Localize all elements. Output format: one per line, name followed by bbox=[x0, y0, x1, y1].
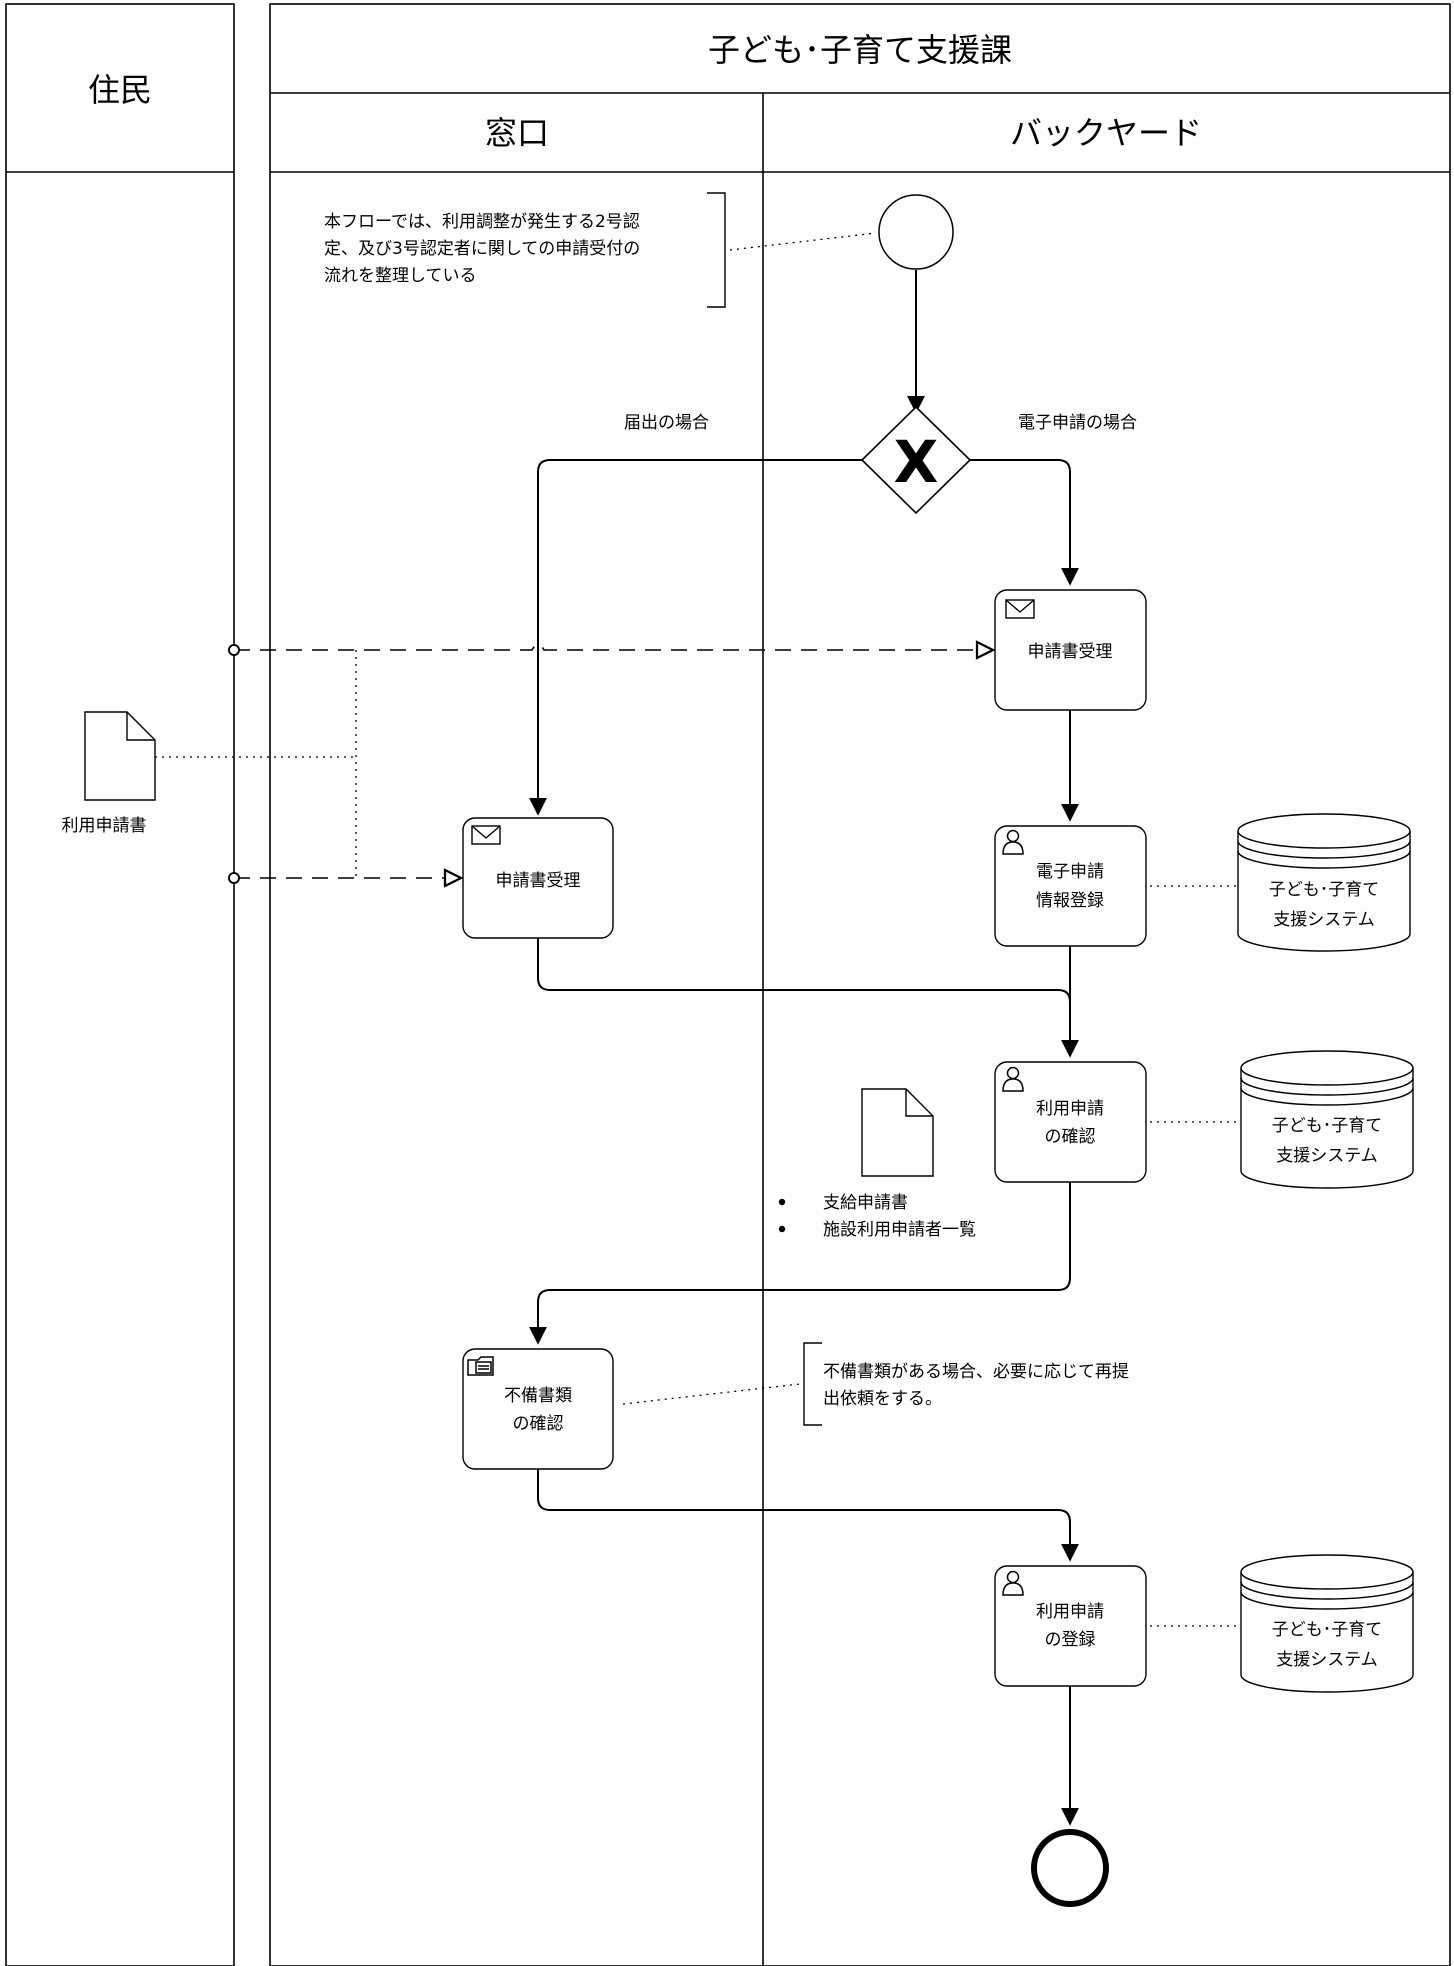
document-application-list[interactable] bbox=[861, 1088, 934, 1177]
user-icon bbox=[1002, 829, 1024, 855]
lane-backyard-title: バックヤード bbox=[1010, 114, 1202, 152]
annotation-resubmit-line-1: 不備書類がある場合、必要に応じて再提 bbox=[823, 1362, 1129, 1382]
exclusive-gateway[interactable]: X bbox=[860, 405, 972, 515]
sequence-flows bbox=[529, 270, 1079, 1826]
datastore-1-line-1: 子ども･子育て bbox=[1269, 880, 1380, 900]
task-register-usage-application[interactable]: 利用申請 の登録 bbox=[994, 1565, 1147, 1687]
task-check-missing-documents-line-2: の確認 bbox=[513, 1414, 564, 1434]
gateway-label-paper: 届出の場合 bbox=[624, 413, 709, 433]
envelope-icon bbox=[471, 825, 501, 845]
envelope-icon bbox=[1005, 599, 1035, 619]
task-electronic-info-registration[interactable]: 電子申請 情報登録 bbox=[994, 825, 1147, 947]
annotation-intro-line-3: 流れを整理している bbox=[324, 266, 477, 286]
pool-department-title: 子ども･子育て支援課 bbox=[708, 31, 1012, 69]
datastore-2-line-1: 子ども･子育て bbox=[1272, 1116, 1383, 1136]
document-usage-application-label: 利用申請書 bbox=[62, 816, 147, 836]
annotation-intro: 本フローでは、利用調整が発生する2号認 定、及び3号認定者に関しての申請受付の … bbox=[324, 192, 877, 308]
task-register-usage-application-line-2: の登録 bbox=[1045, 1630, 1096, 1650]
task-confirm-usage-application[interactable]: 利用申請 の確認 bbox=[994, 1061, 1147, 1183]
datastore-child-support-system-2[interactable]: 子ども･子育て 支援システム bbox=[1240, 1050, 1414, 1189]
document-list-item-2: 施設利用申請者一覧 bbox=[823, 1220, 976, 1240]
lane-structure bbox=[5, 3, 1451, 1966]
gateway-symbol: X bbox=[894, 428, 939, 496]
datastore-3-line-2: 支援システム bbox=[1276, 1650, 1378, 1670]
datastore-2-line-2: 支援システム bbox=[1276, 1146, 1378, 1166]
datastore-child-support-system-3[interactable]: 子ども･子育て 支援システム bbox=[1240, 1554, 1414, 1693]
bullet-icon bbox=[778, 1198, 786, 1206]
task-receive-application-backyard[interactable]: 申請書受理 bbox=[994, 589, 1147, 711]
user-icon bbox=[1002, 1066, 1024, 1092]
task-receive-application-backyard-label: 申請書受理 bbox=[1028, 642, 1113, 662]
lane-counter-title: 窓口 bbox=[485, 114, 549, 152]
bullet-icon bbox=[778, 1225, 786, 1233]
document-list-items: 支給申請書 施設利用申請者一覧 bbox=[778, 1193, 976, 1240]
annotation-intro-line-1: 本フローでは、利用調整が発生する2号認 bbox=[324, 212, 640, 232]
datastore-child-support-system-1[interactable]: 子ども･子育て 支援システム bbox=[1237, 813, 1411, 952]
annotation-resubmit-line-2: 出依頼をする。 bbox=[823, 1389, 942, 1409]
task-check-missing-documents-line-1: 不備書類 bbox=[504, 1386, 572, 1406]
task-receive-application-counter-label: 申請書受理 bbox=[496, 871, 581, 891]
datastore-1-line-2: 支援システム bbox=[1273, 910, 1375, 930]
task-register-usage-application-line-1: 利用申請 bbox=[1036, 1602, 1104, 1622]
end-event[interactable] bbox=[1031, 1829, 1109, 1907]
task-confirm-usage-application-line-1: 利用申請 bbox=[1036, 1099, 1104, 1119]
task-check-missing-documents[interactable]: 不備書類 の確認 bbox=[462, 1348, 614, 1470]
association-document bbox=[155, 650, 357, 878]
user-icon bbox=[1002, 1570, 1024, 1596]
task-electronic-info-registration-line-1: 電子申請 bbox=[1036, 862, 1104, 882]
annotation-intro-line-2: 定、及び3号認定者に関しての申請受付の bbox=[324, 239, 640, 259]
folder-icon bbox=[467, 1356, 494, 1376]
document-list-item-1: 支給申請書 bbox=[823, 1193, 908, 1213]
document-usage-application[interactable] bbox=[84, 711, 156, 801]
task-receive-application-counter[interactable]: 申請書受理 bbox=[462, 817, 614, 939]
gateway-label-electronic: 電子申請の場合 bbox=[1018, 413, 1137, 433]
annotation-resubmit: 不備書類がある場合、必要に応じて再提 出依頼をする。 bbox=[622, 1342, 1129, 1426]
lane-resident-title: 住民 bbox=[88, 71, 152, 109]
message-flows bbox=[234, 645, 993, 879]
datastore-associations bbox=[1150, 885, 1238, 1627]
start-event[interactable] bbox=[878, 194, 954, 270]
task-electronic-info-registration-line-2: 情報登録 bbox=[1036, 891, 1104, 911]
task-confirm-usage-application-line-2: の確認 bbox=[1045, 1127, 1096, 1147]
datastore-3-line-1: 子ども･子育て bbox=[1272, 1620, 1383, 1640]
